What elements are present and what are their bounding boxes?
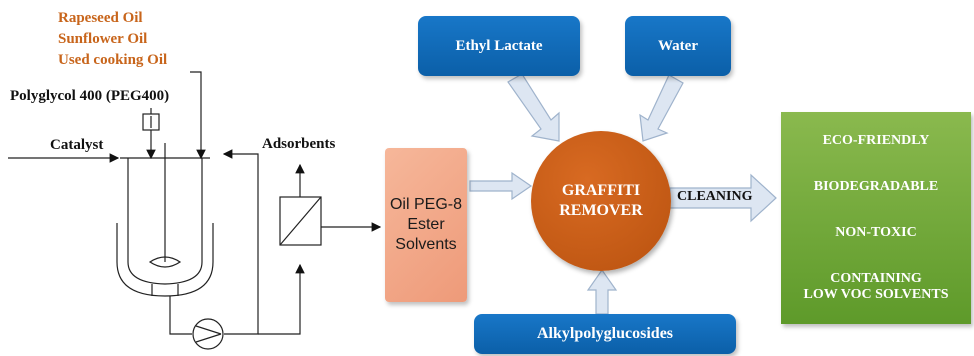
product-box: Oil PEG-8 Ester Solvents — [385, 148, 467, 302]
oil-rapeseed-label: Rapeseed Oil — [58, 10, 143, 26]
peg-label: Polyglycol 400 (PEG400) — [10, 88, 170, 104]
product-line3: Solvents — [395, 236, 457, 253]
reactor-vessel — [127, 158, 203, 285]
remover-line1: GRAFFITI — [561, 182, 641, 199]
property-low-voc-line1: CONTAINING — [830, 271, 922, 286]
property-low-voc: CONTAINING LOW VOC SOLVENTS — [804, 271, 949, 303]
arrow-ethyl-lactate — [507, 73, 560, 142]
product-line1: Oil PEG-8 — [389, 196, 462, 213]
product-line2: Ester — [407, 216, 445, 233]
adsorbents-label: Adsorbents — [262, 136, 336, 152]
property-biodegradable: BIODEGRADABLE — [813, 179, 939, 194]
water-box: Water — [625, 16, 731, 76]
arrow-alkylpolyglucosides — [586, 268, 618, 315]
reactor-jacket — [116, 223, 214, 297]
ethyl-lactate-label: Ethyl Lactate — [455, 37, 543, 54]
reactor-outlet-line — [169, 296, 192, 335]
arrow-water — [639, 74, 684, 142]
property-low-voc-line2: LOW VOC SOLVENTS — [803, 287, 949, 302]
pump — [192, 318, 224, 350]
remover-line2: REMOVER — [559, 202, 643, 219]
cleaning-label: CLEANING — [677, 189, 753, 204]
catalyst-label: Catalyst — [50, 137, 104, 153]
oil-used-cooking-label: Used cooking Oil — [58, 52, 168, 68]
property-non-toxic: NON-TOXIC — [835, 225, 917, 240]
stirrer-blade — [148, 256, 182, 268]
alkylpolyglucosides-box: Alkylpolyglucosides — [474, 314, 736, 354]
oils-feed-line — [190, 71, 206, 160]
graffiti-remover-circle: GRAFFITI REMOVER — [531, 131, 671, 271]
oil-sunflower-label: Sunflower Oil — [58, 31, 148, 47]
properties-box: ECO-FRIENDLY BIODEGRADABLE NON-TOXIC CON… — [781, 112, 971, 324]
filter-feed-line — [258, 263, 305, 335]
ethyl-lactate-box: Ethyl Lactate — [418, 16, 580, 76]
property-eco-friendly: ECO-FRIENDLY — [822, 133, 930, 148]
arrow-cleaning — [669, 173, 777, 223]
recycle-line — [222, 149, 259, 335]
water-label: Water — [658, 37, 698, 54]
alkylpolyglucosides-label: Alkylpolyglucosides — [536, 325, 674, 342]
arrow-product-to-remover — [469, 171, 533, 201]
